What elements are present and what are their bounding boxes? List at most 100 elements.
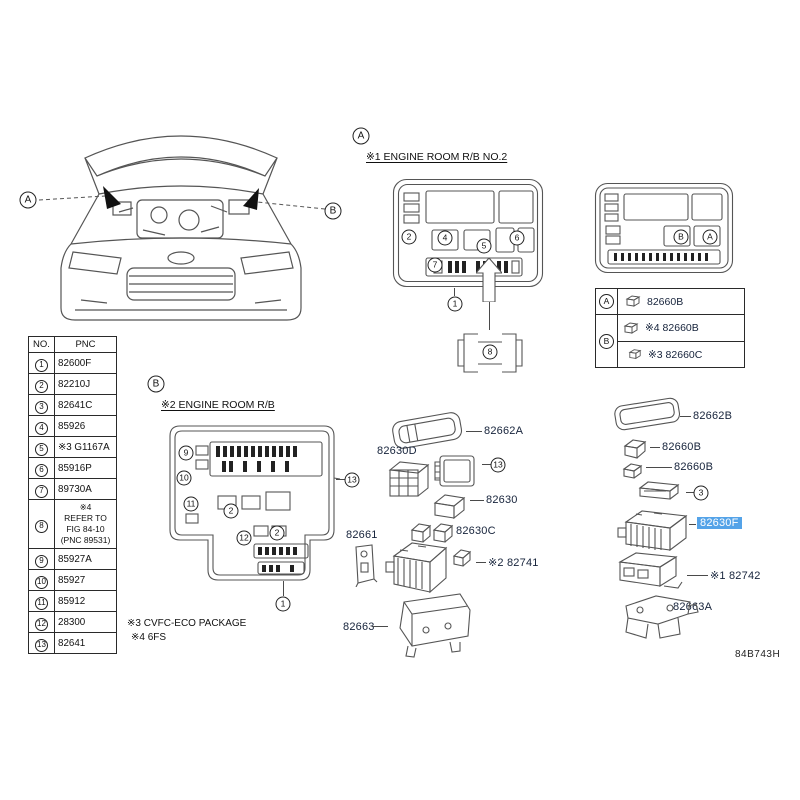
row-no: 4 xyxy=(35,421,48,435)
ecu-82641-art xyxy=(434,455,475,487)
leader-line xyxy=(476,562,486,563)
section-a-title: ※1 ENGINE ROOM R/B NO.2 xyxy=(366,151,508,163)
car-callout-a: A xyxy=(19,191,37,209)
callout-2: 2 xyxy=(223,503,239,519)
part-label-82630f-highlighted[interactable]: 82630F xyxy=(697,517,742,529)
body-82742-art xyxy=(618,552,683,589)
relay-icon xyxy=(623,321,639,334)
callout-1: 1 xyxy=(447,296,463,312)
leader-line xyxy=(489,302,490,330)
leader-line xyxy=(646,467,672,468)
relay-82660b-1-art xyxy=(623,439,647,459)
leader-line xyxy=(470,500,484,501)
pnc-value[interactable]: 89730A xyxy=(54,478,117,500)
legend-part-b2[interactable]: ※3 82660C xyxy=(648,348,703,361)
row-no: 10 xyxy=(35,575,48,589)
part-label-82660b-1[interactable]: 82660B xyxy=(662,441,702,453)
row-no: 1 xyxy=(35,358,48,372)
row-no: 7 xyxy=(35,484,48,498)
callout-10: 10 xyxy=(176,470,192,486)
cover-82662a-art xyxy=(392,412,463,449)
section-b-title: ※2 ENGINE ROOM R/B xyxy=(161,399,275,411)
legend-part-a[interactable]: 82660B xyxy=(647,295,684,308)
pnc-value[interactable]: 28300 xyxy=(54,611,117,634)
fusible-link-rail-art xyxy=(457,333,523,373)
leader-line xyxy=(336,479,345,480)
block-82630d-art xyxy=(388,461,430,497)
col-header-pnc: PNC xyxy=(54,336,117,353)
footnote-3: ※3 CVFC-ECO PACKAGE xyxy=(127,618,247,629)
callout-1: 1 xyxy=(275,596,291,612)
table-row: 2 82210J xyxy=(28,373,117,395)
row-no: 8 xyxy=(35,519,48,533)
table-row: 12 28300 xyxy=(28,611,117,634)
pnc-value[interactable]: ※4 REFER TO FIG 84-10 (PNC 89531) xyxy=(54,498,117,550)
pnc-value[interactable]: 82641 xyxy=(54,632,117,655)
row-no: 9 xyxy=(35,554,48,568)
bracket-82661-art xyxy=(355,544,378,587)
table-row: 10 85927 xyxy=(28,569,117,592)
block-3-art xyxy=(638,481,680,500)
col-header-no: NO. xyxy=(28,336,55,353)
callout-9: 9 xyxy=(178,445,194,461)
location-marker-b-icon xyxy=(243,188,259,210)
section-a-marker: A xyxy=(352,127,370,145)
pnc-value[interactable]: 82641C xyxy=(54,394,117,416)
leader-line xyxy=(454,288,455,296)
leader-line xyxy=(283,581,284,596)
row-no: 12 xyxy=(35,617,48,631)
pnc-value[interactable]: 85927A xyxy=(54,548,117,571)
legend-part-b1[interactable]: ※4 82660B xyxy=(645,322,699,334)
table-row: 4 85926 xyxy=(28,415,117,437)
part-label-82630c[interactable]: 82630C xyxy=(456,525,496,537)
part-label-82661[interactable]: 82661 xyxy=(346,529,378,541)
pnc-value[interactable]: ※3 G1167A xyxy=(54,436,117,458)
pnc-value[interactable]: 85916P xyxy=(54,457,117,479)
section-b-marker: B xyxy=(147,375,165,393)
leader-line xyxy=(466,431,482,432)
callout-11: 11 xyxy=(183,496,199,512)
part-label-82630d[interactable]: 82630D xyxy=(377,445,417,457)
part-label-82660b-2[interactable]: 82660B xyxy=(674,461,714,473)
part-label-82663[interactable]: 82663 xyxy=(343,621,375,633)
relay-82660b-2-art xyxy=(622,463,643,479)
part-label-82662a[interactable]: 82662A xyxy=(484,425,524,437)
block-82630f-art xyxy=(617,510,688,552)
part-label-82662b[interactable]: 82662B xyxy=(693,410,733,422)
pnc-value[interactable]: 82600F xyxy=(54,352,117,374)
callout-5: 5 xyxy=(476,238,492,254)
tray-82663-art xyxy=(399,593,471,658)
table-row: 1 82600F xyxy=(28,352,117,374)
relay-block-body-art xyxy=(385,542,448,594)
leader-line xyxy=(689,524,696,525)
part-label-82742[interactable]: ※1 82742 xyxy=(710,570,761,582)
diagram-code: 84B743H xyxy=(735,649,781,660)
relay-legend: A 82660B B ※4 82660B ※3 82660C xyxy=(595,288,745,368)
callout-7: 7 xyxy=(427,257,443,273)
cover-82662b-art xyxy=(614,397,681,431)
pnc-value[interactable]: 82210J xyxy=(54,373,117,395)
row-no: 2 xyxy=(35,379,48,393)
leader-line xyxy=(650,447,660,448)
relay-icon xyxy=(625,295,641,307)
part-label-82630[interactable]: 82630 xyxy=(486,494,518,506)
bracket-82663a-art xyxy=(625,595,699,639)
pnc-value[interactable]: 85912 xyxy=(54,590,117,613)
table-row: 5※3 G1167A xyxy=(28,436,117,458)
relays-82630c-art xyxy=(410,523,454,543)
part-label-82741[interactable]: ※2 82741 xyxy=(488,557,539,569)
leader-line xyxy=(680,416,691,417)
fusebox-rb2-art xyxy=(594,182,734,274)
callout-6: 6 xyxy=(509,230,525,246)
table-row: 9 85927A xyxy=(28,548,117,571)
pnc-value[interactable]: 85926 xyxy=(54,415,117,437)
part-label-82663a[interactable]: 82663A xyxy=(673,601,713,613)
callout-8: 8 xyxy=(482,344,498,360)
pnc-value[interactable]: 85927 xyxy=(54,569,117,592)
